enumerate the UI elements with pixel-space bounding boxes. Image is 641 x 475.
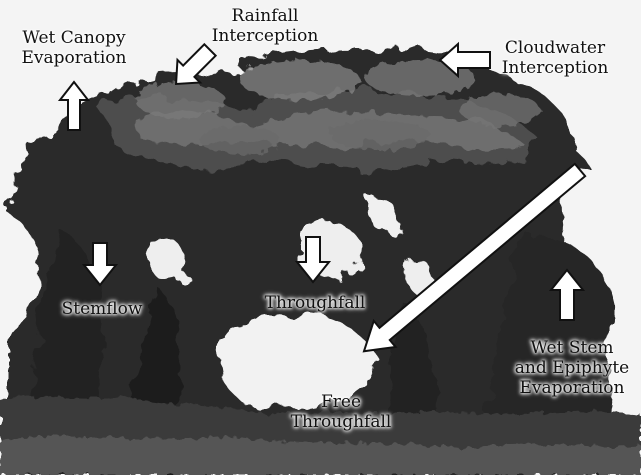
throughfall-label: Throughfall	[256, 293, 374, 313]
rainfall-interception-line-1: Rainfall	[200, 6, 330, 26]
wet-stem-epiphyte-evaporation-label: Wet Stem and Epiphyte Evaporation	[508, 338, 636, 398]
free-throughfall-line-2: Throughfall	[282, 412, 400, 432]
wet-canopy-evaporation-line-1: Wet Canopy	[14, 28, 134, 48]
rainfall-interception-line-2: Interception	[200, 26, 330, 46]
wet-canopy-evaporation-label: Wet Canopy Evaporation	[14, 28, 134, 68]
stemflow-text: Stemflow	[54, 299, 150, 319]
free-throughfall-line-1: Free	[282, 392, 400, 412]
wet-stem-line-2: and Epiphyte	[508, 358, 636, 378]
stemflow-label: Stemflow	[54, 299, 150, 319]
cloudwater-interception-label: Cloudwater Interception	[490, 38, 620, 78]
wet-stem-line-3: Evaporation	[508, 378, 636, 398]
wet-stem-line-1: Wet Stem	[508, 338, 636, 358]
throughfall-text: Throughfall	[256, 293, 374, 313]
wet-canopy-evaporation-line-2: Evaporation	[14, 48, 134, 68]
cloudwater-interception-line-1: Cloudwater	[490, 38, 620, 58]
rainfall-interception-label: Rainfall Interception	[200, 6, 330, 46]
cloudwater-interception-line-2: Interception	[490, 58, 620, 78]
free-throughfall-label: Free Throughfall	[282, 392, 400, 432]
